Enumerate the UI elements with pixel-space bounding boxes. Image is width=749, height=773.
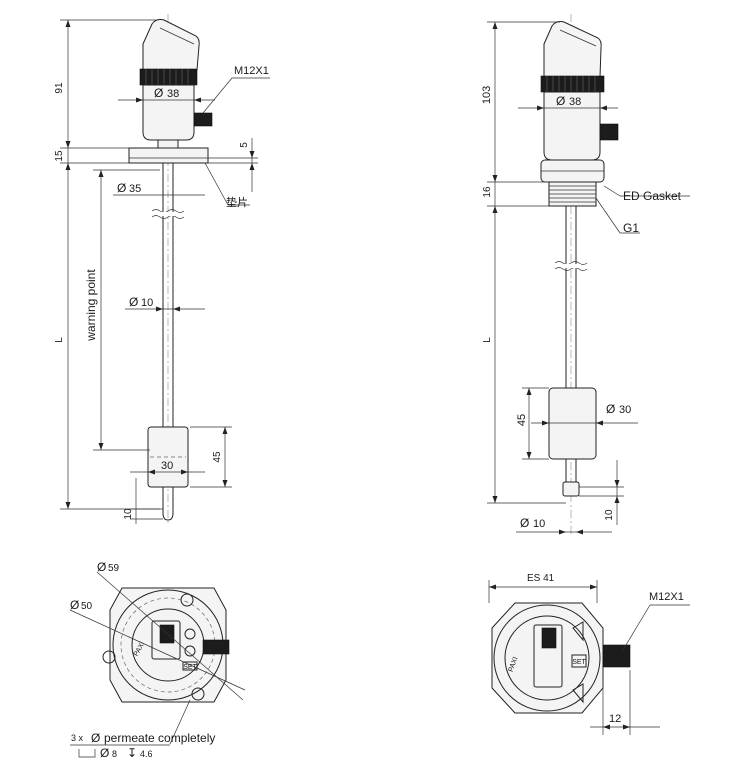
hex-top-view: PAXI SET ES 41 M12X1 12 [488,573,690,735]
right-side-view: 103 16 L 45 10 Ø 38 Ø 30 Ø 10 ED Gasket … [481,14,690,535]
hole-depth: 4.6 [140,749,153,759]
dim-45: 45 [212,451,223,463]
diameter-symbol: Ø [556,94,565,108]
diameter-symbol: Ø [91,731,100,745]
diameter-symbol: Ø [129,295,138,309]
hole-note: permeate completely [104,731,215,745]
dim-10-bottom: 10 [123,508,134,520]
dia-30: 30 [619,404,631,416]
thread-label: M12X1 [649,591,684,603]
diameter-symbol: Ø [117,181,126,195]
dim-16: 16 [482,186,493,198]
dim-45: 45 [516,414,528,426]
diameter-symbol: Ø [97,560,106,574]
dia-10: 10 [533,518,545,530]
dim-L: L [482,337,493,343]
dia-38: 38 [569,96,581,108]
dim-L: L [54,337,65,343]
logo-text: PAXI [508,656,520,673]
left-side-view: 91 15 L warning point 45 10 5 M12X1 Ø 38… [54,14,270,525]
diameter-symbol: Ø [606,402,615,416]
diameter-symbol: Ø [520,516,529,530]
dia-10: 10 [141,297,153,309]
g1-label: G1 [623,221,639,235]
diameter-symbol: Ø [70,598,79,612]
dim-5: 5 [239,142,250,148]
dia-35: 35 [129,183,141,195]
ed-gasket-label: ED Gasket [623,189,682,203]
dim-12: 12 [609,713,621,725]
dia-59: 59 [108,563,120,574]
dim-10-tip: 10 [604,509,615,521]
float-width-30: 30 [161,460,173,472]
dia-50: 50 [81,601,93,612]
hole-diameter: 8 [112,749,117,759]
dia-38: 38 [167,88,179,100]
set-button: SET [572,659,586,666]
diameter-symbol: Ø [154,86,163,100]
dim-91: 91 [54,82,65,94]
gasket-label: 垫片 [226,195,248,209]
hex-size: ES 41 [527,573,555,584]
set-button: SET [183,664,197,671]
diameter-symbol: Ø [100,746,109,760]
hole-count: 3 x [71,733,84,743]
thread-label: M12X1 [234,65,269,77]
dim-103: 103 [481,86,493,104]
depth-symbol: ↧ [127,746,137,760]
dim-15: 15 [54,150,65,162]
warning-point-label: warning point [84,269,98,342]
flange-top-view: PAXI SET Ø 59 Ø 50 3 x Ø permeate comple… [69,560,246,760]
